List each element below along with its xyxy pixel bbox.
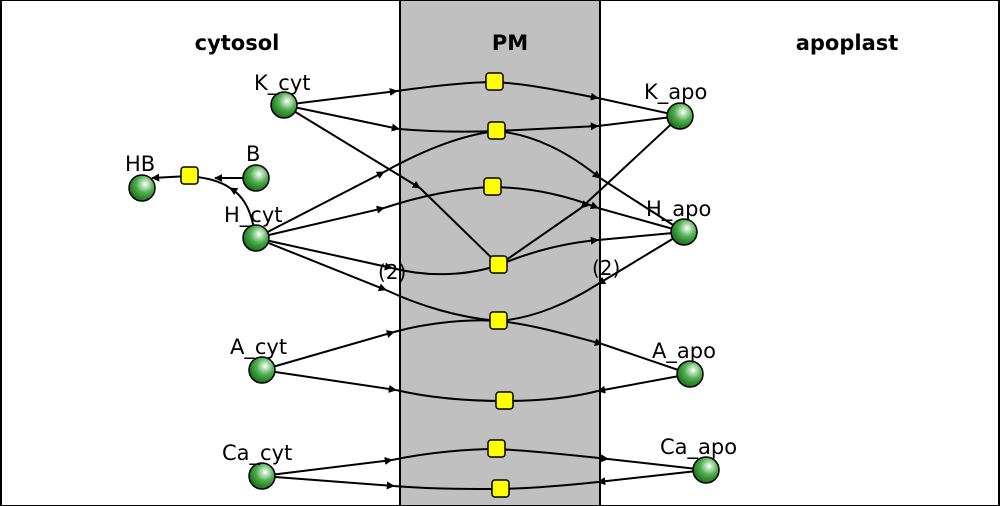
label-b: B	[246, 142, 260, 166]
edge	[261, 330, 395, 371]
transporter[interactable]	[489, 255, 508, 274]
edge	[496, 448, 609, 463]
label-a-cyt: A_cyt	[230, 335, 287, 360]
species-node-h-apo[interactable]	[670, 218, 698, 246]
stoichiometry-left: (2)	[378, 260, 406, 284]
edge	[580, 115, 681, 209]
label-k-apo: K_apo	[644, 80, 707, 105]
label-hb: HB	[125, 152, 155, 176]
edge	[383, 130, 498, 173]
transporter[interactable]	[487, 439, 506, 458]
edge	[496, 122, 599, 132]
edge	[498, 320, 603, 347]
edge	[496, 130, 601, 179]
transporter[interactable]	[495, 391, 514, 410]
edge	[498, 236, 599, 266]
apoplast-region	[599, 0, 1000, 506]
label-h-cyt: H_cyt	[224, 203, 283, 228]
label-h-apo: H_apo	[646, 197, 711, 222]
edge	[607, 458, 707, 471]
species-node-a-cyt[interactable]	[248, 356, 276, 384]
edge	[494, 81, 599, 101]
edge	[597, 469, 707, 486]
edge	[283, 87, 398, 106]
edge	[500, 481, 599, 490]
species-node-ca-apo[interactable]	[692, 456, 720, 484]
edge	[255, 171, 385, 239]
edge	[261, 475, 395, 490]
edge	[597, 373, 691, 394]
edge	[383, 186, 494, 209]
edge	[597, 115, 681, 127]
edge	[283, 104, 421, 189]
transporter[interactable]	[489, 311, 508, 330]
cytosol-region	[0, 0, 401, 506]
transporter[interactable]	[483, 177, 502, 196]
edge	[597, 97, 681, 117]
stoichiometry-right: (2)	[592, 256, 620, 280]
species-node-hb[interactable]	[128, 174, 156, 202]
membrane-title: PM	[492, 31, 528, 55]
species-node-b[interactable]	[242, 164, 270, 192]
transporter[interactable]	[485, 72, 504, 91]
edge	[599, 177, 685, 233]
label-ca-apo: Ca_apo	[660, 435, 737, 460]
edge	[395, 389, 506, 402]
edge	[597, 207, 685, 233]
edge	[419, 187, 500, 266]
edge	[255, 237, 393, 271]
label-ca-cyt: Ca_cyt	[222, 441, 292, 466]
edge	[597, 231, 685, 285]
transporter[interactable]	[491, 479, 510, 498]
species-node-h-cyt[interactable]	[242, 224, 270, 252]
edge	[283, 104, 400, 132]
edge	[261, 456, 393, 477]
edge	[255, 237, 387, 292]
label-k-cyt: K_cyt	[254, 71, 310, 96]
edge	[504, 390, 599, 402]
species-node-k-apo[interactable]	[666, 102, 694, 130]
species-node-k-cyt[interactable]	[270, 91, 298, 119]
edge	[498, 283, 599, 322]
edge	[261, 369, 397, 393]
transporters	[180, 72, 514, 498]
edge	[255, 205, 385, 239]
edge	[498, 207, 582, 266]
cytosol-title: cytosol	[195, 31, 280, 55]
species-node-ca-cyt[interactable]	[248, 462, 276, 490]
species-node-a-apo[interactable]	[676, 360, 704, 388]
transporter[interactable]	[180, 166, 199, 185]
species-labels: K_cyt K_apo HB B H_cyt H_apo A_cyt A_apo…	[125, 71, 737, 466]
species-nodes	[128, 91, 720, 490]
edge	[597, 231, 685, 241]
edge	[601, 343, 691, 375]
label-a-apo: A_apo	[652, 339, 716, 364]
transporter[interactable]	[487, 121, 506, 140]
apoplast-title: apoplast	[796, 31, 899, 55]
reaction-edges	[151, 81, 707, 490]
edge	[393, 485, 502, 490]
